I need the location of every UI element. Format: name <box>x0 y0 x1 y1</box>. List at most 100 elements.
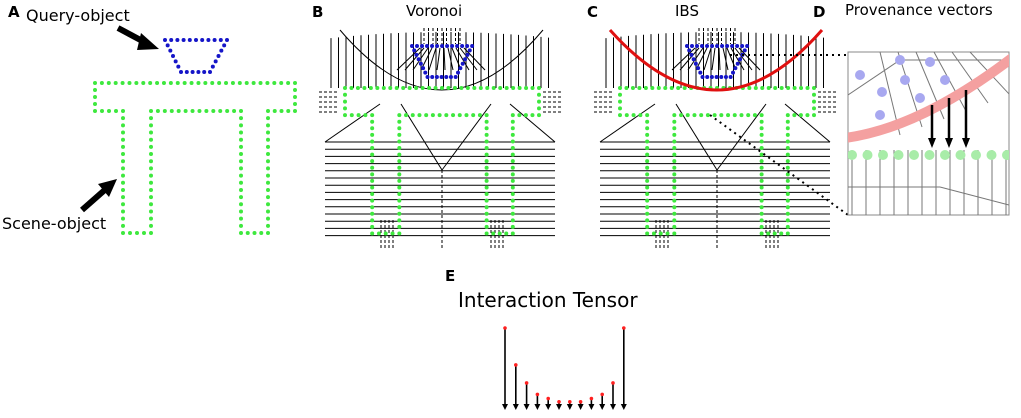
tensor-vector-tip <box>524 381 529 385</box>
scene-point <box>343 86 347 90</box>
query-point-zoom <box>915 93 925 103</box>
scene-point <box>149 216 153 221</box>
query-point <box>208 70 212 74</box>
query-point <box>693 61 698 66</box>
scene-point <box>121 123 125 128</box>
scene-point <box>370 159 375 164</box>
scene-point <box>279 109 284 113</box>
scene-point <box>397 165 402 170</box>
scene-point-zoom <box>955 150 966 160</box>
scene-point <box>121 137 125 142</box>
cell-edge <box>324 103 381 143</box>
scene-point <box>510 231 515 236</box>
scene-point-zoom <box>940 150 950 160</box>
scene-point <box>375 86 380 90</box>
scene-point <box>759 139 764 144</box>
query-point <box>200 38 205 42</box>
query-point <box>705 44 710 48</box>
scene-point <box>759 178 764 183</box>
scene-point <box>759 119 764 124</box>
scene-point <box>805 113 810 118</box>
cell-edge <box>451 47 462 71</box>
scene-point <box>225 109 230 113</box>
scene-point <box>368 86 373 90</box>
scene-point <box>266 231 270 235</box>
scene-point <box>397 126 402 131</box>
cell-edge <box>939 186 1009 206</box>
panel-e-letter: E <box>445 267 456 285</box>
scene-point <box>785 224 790 229</box>
scene-point <box>759 172 764 177</box>
scene-point <box>218 109 223 113</box>
scene-point <box>149 144 153 149</box>
query-point <box>165 43 170 48</box>
scene-point <box>491 86 496 90</box>
scene-point <box>141 81 146 85</box>
panel-c-ibs-drawing <box>594 28 849 250</box>
query-point <box>212 38 217 42</box>
scene-point <box>510 113 515 118</box>
scene-point <box>266 187 270 192</box>
scene-point <box>645 119 650 124</box>
scene-point <box>239 202 243 207</box>
scene-point <box>747 86 752 90</box>
scene-point <box>414 86 419 90</box>
query-point <box>176 64 181 69</box>
scene-point <box>121 202 125 207</box>
scene-point <box>149 231 153 235</box>
cell-edge <box>396 47 421 71</box>
tensor-vector-tip <box>578 400 583 404</box>
cell-edge <box>722 47 729 71</box>
scene-point <box>510 146 515 151</box>
scene-point <box>433 86 438 90</box>
query-point <box>168 48 173 53</box>
scene-point <box>266 216 270 221</box>
panel-c-title: IBS <box>675 2 699 20</box>
scene-point <box>699 113 704 118</box>
scene-point <box>712 113 717 118</box>
tensor-vector-tip <box>589 396 594 401</box>
scene-point <box>645 132 650 137</box>
scene-point <box>510 119 515 124</box>
scene-point <box>785 198 790 203</box>
query-point <box>465 52 470 57</box>
scene-point <box>149 109 153 113</box>
scene-point <box>645 211 650 216</box>
query-point <box>453 75 458 80</box>
cell-edge <box>711 47 716 71</box>
scene-point <box>484 178 489 183</box>
scene-point <box>245 231 250 235</box>
scene-point <box>785 159 790 164</box>
scene-point <box>477 113 482 118</box>
scene-point <box>484 218 489 223</box>
scene-point <box>134 81 139 85</box>
scene-point <box>484 165 489 170</box>
scene-point <box>498 86 503 90</box>
scene-point <box>484 192 489 197</box>
scene-point <box>672 211 677 216</box>
scene-point <box>239 187 243 192</box>
query-point <box>179 70 183 74</box>
scene-point <box>464 113 469 118</box>
query-point <box>225 38 229 42</box>
scene-point <box>645 198 650 203</box>
query-point <box>169 38 174 42</box>
scene-point <box>370 231 375 236</box>
scene-point <box>121 144 125 149</box>
scene-point <box>370 205 375 210</box>
scene-point <box>798 113 803 118</box>
cell-edge <box>716 103 767 171</box>
cell-edge <box>738 47 761 71</box>
scene-point <box>672 178 677 183</box>
scene-point <box>149 187 153 192</box>
scene-point <box>504 86 509 90</box>
scene-point <box>805 86 810 90</box>
scene-point <box>370 132 375 137</box>
scene-point <box>383 231 388 236</box>
ibs-surface <box>608 29 824 92</box>
query-point <box>202 70 207 74</box>
pointer-arrow-query-head <box>137 33 159 50</box>
scene-point <box>266 209 270 214</box>
query-point <box>460 61 465 66</box>
scene-point <box>370 126 375 131</box>
